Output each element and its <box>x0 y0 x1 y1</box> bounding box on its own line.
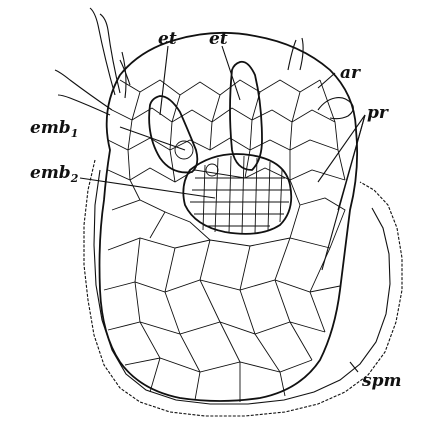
label-et-left: et <box>158 29 177 49</box>
upper-small-cells <box>108 80 345 205</box>
prothallus-cells <box>104 198 345 402</box>
label-emb1: emb1 <box>30 118 78 140</box>
label-et-right: et <box>209 29 228 49</box>
label-ar: ar <box>340 63 361 83</box>
spore-membrane-inner <box>94 170 390 404</box>
embryo-1-and-necks <box>149 62 262 176</box>
embryo-2-tissue <box>183 154 291 234</box>
label-emb2: emb2 <box>30 163 79 185</box>
label-pr: pr <box>367 103 389 123</box>
label-spm: spm <box>361 371 401 391</box>
